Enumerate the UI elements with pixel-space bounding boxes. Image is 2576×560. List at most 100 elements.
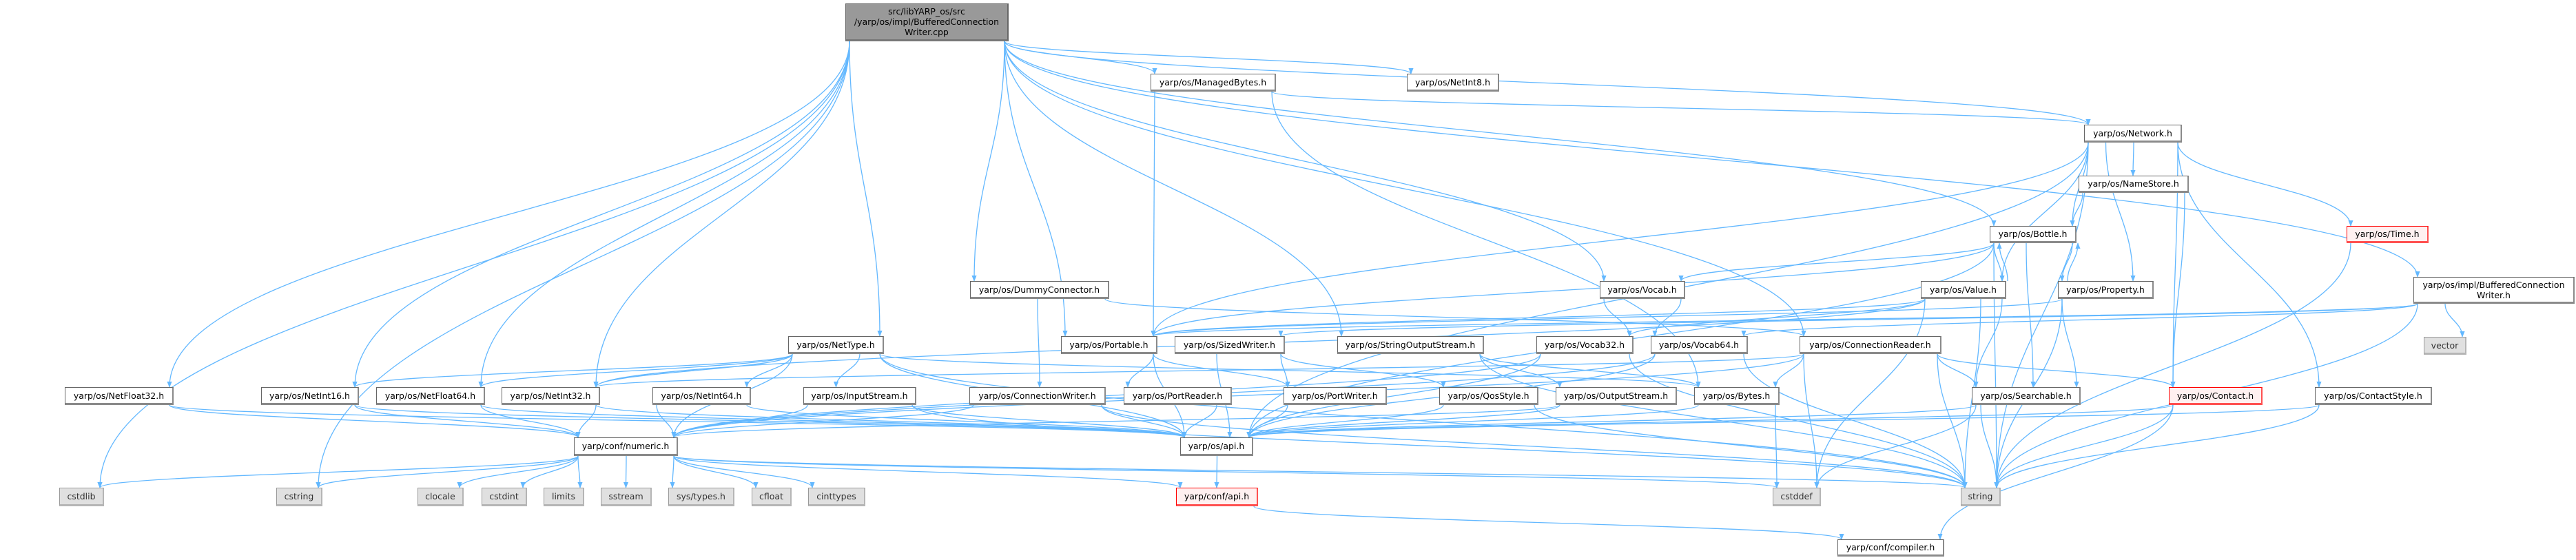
edge-nettype-to-bytes bbox=[879, 353, 1701, 388]
edge-numeric-to-cinttypes bbox=[673, 455, 815, 488]
node-sizedwriter[interactable]: yarp/os/SizedWriter.h bbox=[1175, 336, 1285, 354]
edge-contact-to-string bbox=[1994, 404, 2174, 488]
edge-numeric-to-cstddef bbox=[673, 455, 1779, 488]
edge-netint16-to-numeric bbox=[354, 404, 581, 438]
node-sos[interactable]: yarp/os/StringOutputStream.h bbox=[1337, 336, 1484, 354]
node-bytes[interactable]: yarp/os/Bytes.h bbox=[1694, 387, 1780, 405]
node-netint32[interactable]: yarp/os/NetInt32.h bbox=[502, 387, 600, 405]
edge-bcwh-to-portable bbox=[1151, 303, 2418, 337]
edge-netfloat64-to-api bbox=[480, 404, 1187, 438]
node-systypes[interactable]: sys/types.h bbox=[668, 488, 734, 506]
edge-root-to-bcwh bbox=[1004, 41, 2420, 278]
node-confapi[interactable]: yarp/conf/api.h bbox=[1176, 488, 1258, 506]
edge-netint16-to-api bbox=[354, 404, 1187, 438]
node-vocab[interactable]: yarp/os/Vocab.h bbox=[1600, 281, 1685, 299]
node-api[interactable]: yarp/os/api.h bbox=[1180, 437, 1253, 456]
node-searchable[interactable]: yarp/os/Searchable.h bbox=[1972, 387, 2081, 405]
edge-bytes-to-cstddef bbox=[1774, 404, 1780, 488]
edge-bottle-to-property bbox=[2059, 242, 2073, 282]
edge-qosstyle-to-api bbox=[1246, 404, 1444, 438]
node-portable[interactable]: yarp/os/Portable.h bbox=[1061, 336, 1157, 354]
node-dummy[interactable]: yarp/os/DummyConnector.h bbox=[970, 281, 1109, 299]
node-namestore[interactable]: yarp/os/NameStore.h bbox=[2079, 176, 2189, 193]
node-netfloat64[interactable]: yarp/os/NetFloat64.h bbox=[376, 387, 485, 405]
edge-numeric-to-string bbox=[673, 455, 1967, 488]
edge-network-to-property bbox=[2105, 142, 2136, 282]
node-vocab32[interactable]: yarp/os/Vocab32.h bbox=[1536, 336, 1634, 354]
node-bottle[interactable]: yarp/os/Bottle.h bbox=[1990, 226, 2077, 243]
node-managedbytes[interactable]: yarp/os/ManagedBytes.h bbox=[1151, 74, 1276, 92]
edge-portreader-to-api bbox=[1182, 404, 1217, 438]
edge-root-to-netint16 bbox=[352, 41, 850, 388]
edge-bottle-to-value bbox=[1993, 242, 2005, 282]
node-compiler[interactable]: yarp/conf/compiler.h bbox=[1837, 539, 1944, 557]
edge-root-to-cstring bbox=[316, 41, 850, 488]
edge-numeric-to-cstdlib bbox=[97, 455, 579, 488]
node-numeric[interactable]: yarp/conf/numeric.h bbox=[574, 437, 678, 456]
node-contact[interactable]: yarp/os/Contact.h bbox=[2169, 387, 2263, 405]
edge-managedbytes-to-network bbox=[1271, 91, 2091, 125]
node-root[interactable]: src/libYARP_os/src /yarp/os/impl/Buffere… bbox=[845, 3, 1009, 41]
edge-sizedwriter-to-qosstyle bbox=[1280, 353, 1446, 388]
node-contactstyle[interactable]: yarp/os/ContactStyle.h bbox=[2315, 387, 2432, 405]
node-cinttypes[interactable]: cinttypes bbox=[808, 488, 865, 506]
node-vocab64[interactable]: yarp/os/Vocab64.h bbox=[1651, 336, 1748, 354]
node-bcwh[interactable]: yarp/os/impl/BufferedConnection Writer.h bbox=[2413, 277, 2575, 304]
node-cfloat[interactable]: cfloat bbox=[752, 488, 792, 506]
node-value[interactable]: yarp/os/Value.h bbox=[1921, 281, 2006, 299]
node-property[interactable]: yarp/os/Property.h bbox=[2058, 281, 2154, 299]
edge-connwriter-to-api bbox=[1101, 404, 1187, 438]
node-netint8[interactable]: yarp/os/NetInt8.h bbox=[1407, 74, 1499, 92]
edge-connreader-to-contact bbox=[1937, 353, 2176, 388]
node-connwriter[interactable]: yarp/os/ConnectionWriter.h bbox=[969, 387, 1106, 405]
edge-inputstream-to-numeric bbox=[671, 404, 808, 438]
edge-connwriter-to-string bbox=[1101, 404, 1968, 488]
edge-bottle-to-vocab bbox=[1678, 242, 1995, 282]
edge-network-to-value bbox=[1999, 142, 2089, 282]
edge-root-to-netfloat64 bbox=[478, 41, 850, 388]
edge-netint32-to-api bbox=[595, 404, 1187, 438]
edge-namestore-to-contact bbox=[2170, 192, 2185, 388]
edge-nettype-to-netint32 bbox=[593, 353, 793, 388]
edge-numeric-to-cfloat bbox=[673, 455, 759, 488]
edge-managedbytes-to-portable bbox=[1151, 91, 1156, 337]
edge-vocab64-to-string bbox=[1743, 353, 1968, 488]
edge-sos-to-outputstream bbox=[1479, 353, 1563, 388]
edge-contactstyle-to-string bbox=[1994, 404, 2320, 488]
node-time[interactable]: yarp/os/Time.h bbox=[2347, 226, 2429, 243]
node-netint64[interactable]: yarp/os/NetInt64.h bbox=[652, 387, 751, 405]
edge-nettype-to-inputstream bbox=[833, 353, 861, 388]
edge-property-to-searchable bbox=[2061, 298, 2079, 388]
node-clocale[interactable]: clocale bbox=[418, 488, 464, 506]
node-inputstream[interactable]: yarp/os/InputStream.h bbox=[803, 387, 916, 405]
node-cstring[interactable]: cstring bbox=[276, 488, 322, 506]
node-string[interactable]: string bbox=[1961, 488, 2001, 506]
node-qosstyle[interactable]: yarp/os/QosStyle.h bbox=[1439, 387, 1538, 405]
node-sstream[interactable]: sstream bbox=[601, 488, 652, 506]
edge-netfloat32-to-api bbox=[169, 404, 1187, 438]
node-cstdint[interactable]: cstdint bbox=[482, 488, 527, 506]
edge-dummy-to-connreader bbox=[1104, 298, 1806, 337]
edge-root-to-netint8 bbox=[1004, 41, 1414, 74]
node-portwriter[interactable]: yarp/os/PortWriter.h bbox=[1284, 387, 1387, 405]
node-limits[interactable]: limits bbox=[544, 488, 584, 506]
edge-portable-to-portreader bbox=[1125, 353, 1154, 388]
edge-bottle-to-portable bbox=[1151, 242, 1995, 337]
node-vector[interactable]: vector bbox=[2424, 337, 2466, 355]
edge-outputstream-to-numeric bbox=[671, 404, 1560, 438]
edge-numeric-to-limits bbox=[577, 455, 583, 488]
edge-nettype-to-netfloat64 bbox=[478, 353, 793, 388]
node-netint16[interactable]: yarp/os/NetInt16.h bbox=[261, 387, 359, 405]
node-portreader[interactable]: yarp/os/PortReader.h bbox=[1124, 387, 1232, 405]
node-cstdlib[interactable]: cstdlib bbox=[59, 488, 104, 506]
edge-numeric-to-sstream bbox=[623, 455, 629, 488]
node-nettype[interactable]: yarp/os/NetType.h bbox=[788, 336, 884, 354]
edge-connreader-to-netint32 bbox=[594, 353, 1804, 388]
node-connreader[interactable]: yarp/os/ConnectionReader.h bbox=[1800, 336, 1941, 354]
node-cstddef[interactable]: cstddef bbox=[1773, 488, 1821, 506]
edge-inputstream-to-api bbox=[911, 404, 1187, 438]
node-network[interactable]: yarp/os/Network.h bbox=[2084, 125, 2182, 143]
node-netfloat32[interactable]: yarp/os/NetFloat32.h bbox=[65, 387, 174, 405]
node-outputstream[interactable]: yarp/os/OutputStream.h bbox=[1556, 387, 1677, 405]
